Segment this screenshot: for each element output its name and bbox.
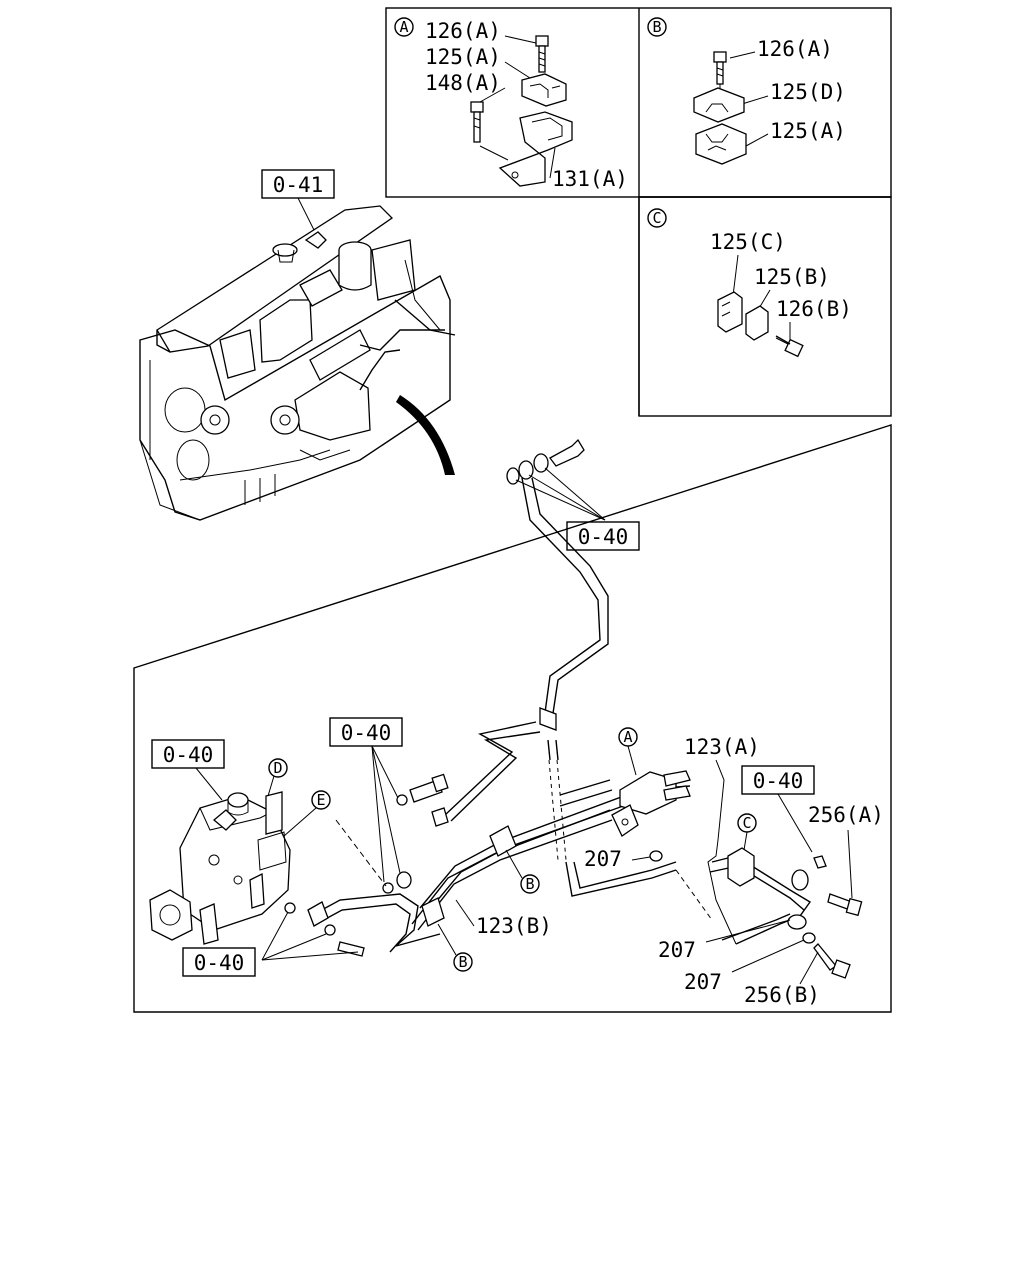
inset-panels xyxy=(385,7,892,417)
ref-box-bottom: 0-40 xyxy=(182,947,256,977)
inset-b-label-125d: 125(D) xyxy=(770,80,846,104)
engine-overview: 0-41 xyxy=(139,169,456,521)
pipe-clip-b xyxy=(421,897,445,927)
pipe-clip xyxy=(539,707,557,731)
svg-text:0-40: 0-40 xyxy=(194,951,245,975)
svg-text:0-40: 0-40 xyxy=(753,769,804,793)
inset-b-tag: B xyxy=(652,18,661,36)
pipe-junction-block xyxy=(611,770,691,837)
pipe-clip-b xyxy=(489,825,517,857)
pipe-clip-c xyxy=(727,847,755,887)
inset-c: C 125(C) 125(B) 126(B) xyxy=(647,208,852,358)
bolt-icon xyxy=(775,335,804,358)
label-207-lower: 207 xyxy=(684,970,722,994)
ref-box-left: 0-40 xyxy=(151,739,225,769)
marker-b-lower: B xyxy=(458,953,467,971)
label-123b: 123(B) xyxy=(476,914,552,938)
inset-a-label-148a: 148(A) xyxy=(425,71,501,95)
engine-ref-label: 0-41 xyxy=(273,173,324,197)
marker-a: A xyxy=(623,728,632,746)
marker-c: C xyxy=(742,814,751,832)
marker-d: D xyxy=(273,759,282,777)
inset-c-label-125c: 125(C) xyxy=(710,230,786,254)
detail-frame xyxy=(133,424,892,1013)
inset-a-label-125a: 125(A) xyxy=(425,45,501,69)
inset-b-label-125a: 125(A) xyxy=(770,119,846,143)
inset-a-tag: A xyxy=(399,18,408,36)
clamp-b-icon xyxy=(745,305,769,341)
inset-a-label-131a: 131(A) xyxy=(552,167,628,191)
inset-c-label-126b: 126(B) xyxy=(776,297,852,321)
inset-b-label-126a: 126(A) xyxy=(757,37,833,61)
ref-box-right: 0-40 xyxy=(741,765,815,795)
marker-b-upper: B xyxy=(525,875,534,893)
label-207-mid: 207 xyxy=(658,938,696,962)
label-123a: 123(A) xyxy=(684,735,760,759)
inset-b: B 126(A) 125(D) 125(A) xyxy=(647,17,846,165)
label-207-upper: 207 xyxy=(584,847,622,871)
clamp-bottom-icon xyxy=(695,123,747,165)
zoom-callout-arrow xyxy=(396,395,455,475)
clamp-icon xyxy=(521,73,567,107)
svg-text:0-40: 0-40 xyxy=(341,721,392,745)
engine-icon xyxy=(139,205,456,521)
injection-pump-icon xyxy=(149,791,365,957)
bolt-256b-icon xyxy=(813,943,851,979)
bracket-icon xyxy=(498,111,573,187)
bolt-icon xyxy=(713,51,727,85)
inset-a-label-126a: 126(A) xyxy=(425,19,501,43)
inset-c-tag: C xyxy=(652,209,661,227)
marker-e: E xyxy=(316,791,325,809)
top-banjo-fitting xyxy=(506,438,606,521)
ref-box-top: 0-40 xyxy=(566,521,640,551)
bolt-icon xyxy=(535,35,549,73)
bolt-icon xyxy=(470,101,484,143)
svg-text:0-40: 0-40 xyxy=(578,525,629,549)
inset-c-label-125b: 125(B) xyxy=(754,265,830,289)
ref-box-middle: 0-40 xyxy=(329,717,403,747)
main-detail: 0-40 0-40 0-40 0-40 0-40 xyxy=(133,424,892,1013)
svg-text:0-40: 0-40 xyxy=(163,743,214,767)
bolt-256a-icon xyxy=(827,893,863,917)
inset-a: A 126(A) 125(A) 148(A) 131(A) xyxy=(394,17,628,191)
clamp-top-icon xyxy=(693,87,745,123)
label-256b: 256(B) xyxy=(744,983,820,1007)
bolt-icon xyxy=(549,438,585,467)
label-256a: 256(A) xyxy=(808,803,884,827)
